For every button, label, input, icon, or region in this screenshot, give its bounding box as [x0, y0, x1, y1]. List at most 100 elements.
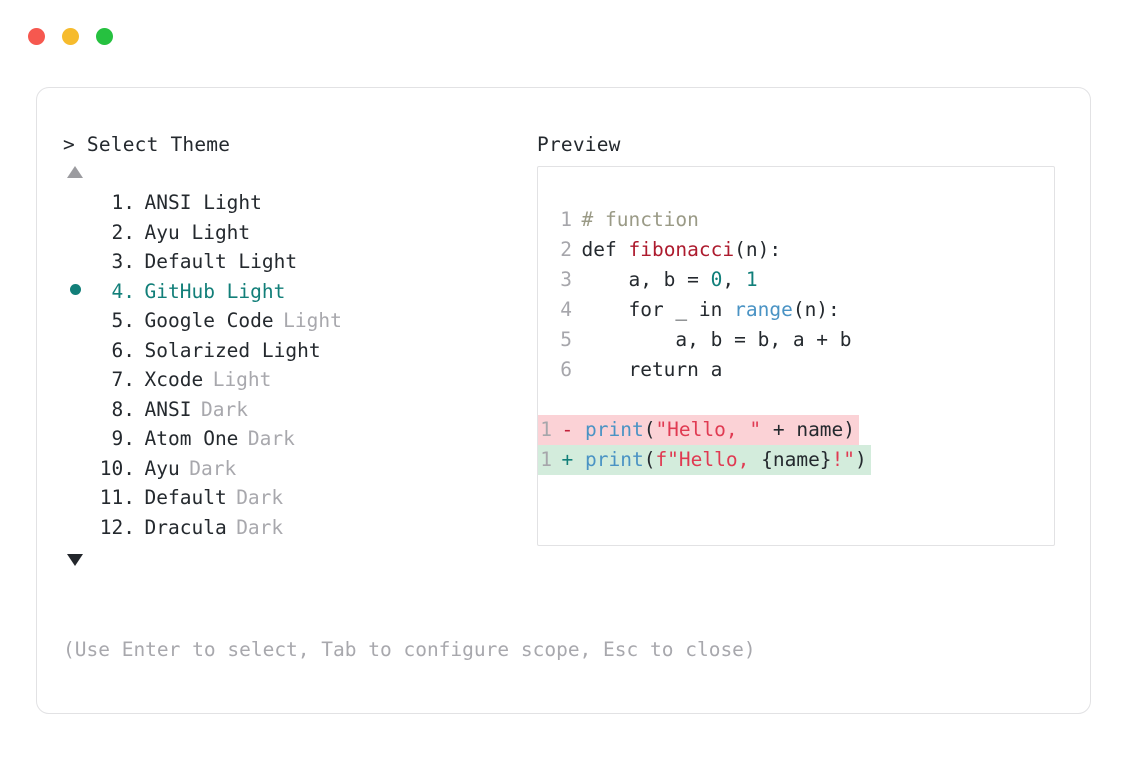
- theme-item-name: ANSI: [144, 397, 192, 421]
- diff-added-line: 1 + print(f"Hello, {name}!"): [538, 445, 871, 475]
- code-token: ,: [722, 268, 746, 291]
- code-token: + name): [761, 418, 856, 441]
- theme-picker-panel: > Select Theme 1. ANSI Light 2. Ayu Light …: [36, 87, 1091, 714]
- theme-item-variant: Dark: [200, 397, 248, 421]
- theme-item-name: Default: [144, 486, 227, 509]
- selected-bullet-icon: [70, 283, 81, 295]
- code-token: (n):: [734, 238, 782, 261]
- code-line: 2 def fibonacci(n):: [538, 235, 1054, 265]
- code-line: 1 # function: [538, 205, 1054, 235]
- line-number: 3: [560, 268, 572, 291]
- theme-item-name: Ayu Light: [144, 220, 251, 244]
- theme-list-item[interactable]: 8. ANSI Dark: [63, 395, 533, 425]
- keyboard-hint: (Use Enter to select, Tab to configure s…: [63, 638, 756, 661]
- theme-item-number: 6.: [99, 338, 136, 362]
- code-token: (n):: [792, 298, 840, 321]
- line-number: 5: [560, 328, 572, 351]
- theme-item-number: 3.: [99, 250, 136, 273]
- preview-label: Preview: [537, 133, 621, 156]
- maximize-button[interactable]: [96, 28, 113, 45]
- theme-list-item[interactable]: 7. Xcode Light: [63, 365, 533, 395]
- code-token: ): [855, 448, 867, 471]
- code-token: (: [643, 418, 656, 441]
- theme-list-item[interactable]: 9. Atom One Dark: [63, 424, 533, 454]
- code-token: f"Hello,: [655, 448, 762, 471]
- code-token: "Hello, ": [655, 418, 762, 441]
- scroll-up-arrow-icon[interactable]: [67, 166, 83, 178]
- theme-item-number: 11.: [99, 486, 135, 509]
- line-number: 6: [560, 358, 572, 381]
- code-token: fibonacci: [628, 238, 735, 261]
- theme-item-number: 2.: [99, 220, 136, 244]
- theme-item-name: GitHub Light: [144, 279, 286, 303]
- theme-item-number: 4.: [99, 279, 136, 303]
- code-token: def: [581, 238, 629, 261]
- theme-item-number: 1.: [99, 191, 136, 214]
- diff-marker: -: [561, 418, 585, 441]
- code-token: !": [831, 448, 856, 471]
- line-number: 1: [540, 448, 552, 471]
- theme-item-variant: Light: [212, 368, 272, 391]
- theme-list-item[interactable]: 12. Dracula Dark: [63, 513, 533, 543]
- theme-item-number: 10.: [99, 456, 135, 480]
- code-line: 6 return a: [538, 355, 1054, 385]
- theme-list-column: > Select Theme 1. ANSI Light 2. Ayu Light …: [63, 134, 533, 566]
- theme-item-number: 8.: [99, 397, 136, 421]
- scroll-down-arrow-icon[interactable]: [67, 554, 83, 566]
- theme-item-variant: Dark: [236, 515, 284, 539]
- theme-item-variant: Dark: [247, 427, 295, 450]
- code-token: (: [643, 448, 656, 471]
- line-number: 1: [540, 418, 552, 441]
- theme-list-item[interactable]: 4. GitHub Light: [63, 277, 533, 307]
- line-number: 4: [560, 298, 572, 321]
- window-traffic-lights: [28, 28, 113, 45]
- theme-item-name: ANSI Light: [144, 191, 262, 214]
- theme-item-number: 5.: [99, 309, 136, 332]
- code-token: {name}: [761, 448, 832, 471]
- theme-list-item[interactable]: 11. Default Dark: [63, 483, 533, 513]
- code-token: for _ in: [581, 298, 735, 321]
- code-line: 3 a, b = 0, 1: [538, 265, 1054, 295]
- code-token: print: [584, 448, 644, 471]
- code-token: # function: [581, 208, 699, 231]
- code-token: return a: [581, 358, 723, 381]
- line-number: 2: [560, 238, 572, 261]
- theme-item-name: Google Code: [144, 309, 274, 332]
- theme-list-item[interactable]: 1. ANSI Light: [63, 188, 533, 218]
- theme-item-variant: Light: [283, 309, 342, 332]
- line-number: 1: [560, 208, 572, 231]
- theme-list-item[interactable]: 6. Solarized Light: [63, 336, 533, 366]
- code-token: 1: [745, 268, 758, 291]
- theme-item-name: Ayu: [144, 456, 180, 480]
- minimize-button[interactable]: [62, 28, 79, 45]
- theme-item-name: Dracula: [144, 515, 227, 539]
- theme-item-name: Xcode: [144, 368, 204, 391]
- theme-item-number: 12.: [99, 515, 135, 539]
- theme-item-name: Atom One: [144, 427, 239, 450]
- code-token: 0: [710, 268, 723, 291]
- theme-list-item[interactable]: 5. Google Code Light: [63, 306, 533, 336]
- code-line: 4 for _ in range(n):: [538, 295, 1054, 325]
- code-gap: [538, 385, 1054, 415]
- theme-item-name: Solarized Light: [144, 338, 321, 362]
- theme-item-number: 7.: [99, 368, 136, 391]
- select-theme-prompt: > Select Theme: [63, 133, 231, 156]
- code-token: a, b = b, a + b: [581, 328, 852, 351]
- code-token: range: [734, 298, 793, 321]
- diff-removed-line: 1- print("Hello, " + name): [538, 415, 860, 445]
- theme-item-name: Default Light: [144, 250, 298, 273]
- diff-marker: +: [561, 448, 585, 471]
- theme-item-variant: Dark: [236, 486, 284, 509]
- theme-list-item[interactable]: 2. Ayu Light: [63, 218, 533, 248]
- theme-item-number: 9.: [99, 427, 136, 450]
- theme-list: 1. ANSI Light 2. Ayu Light 3. Default Light…: [63, 188, 533, 542]
- code-line: 5 a, b = b, a + b: [538, 325, 1054, 355]
- theme-list-item[interactable]: 3. Default Light: [63, 247, 533, 277]
- code-token: a, b =: [581, 268, 711, 291]
- close-button[interactable]: [28, 28, 45, 45]
- code-token: print: [584, 418, 644, 441]
- theme-item-variant: Dark: [189, 456, 237, 480]
- theme-list-item[interactable]: 10. Ayu Dark: [63, 454, 533, 484]
